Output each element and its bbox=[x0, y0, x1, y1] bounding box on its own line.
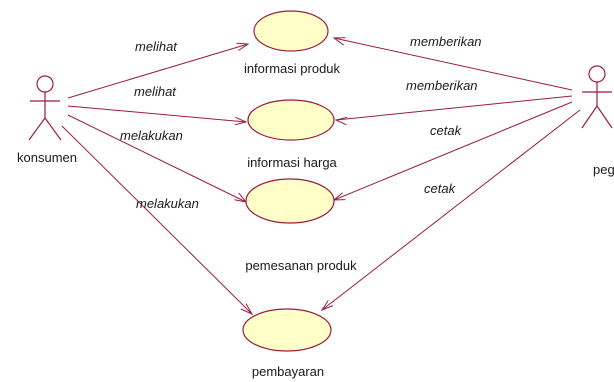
label-pegawai-info-produk: memberikan bbox=[410, 34, 482, 49]
actor-label: pegawai bbox=[593, 162, 614, 177]
use-case-info-harga: informasi harga bbox=[247, 99, 338, 170]
use-case-label: informasi produk bbox=[244, 61, 341, 76]
actor-label: konsumen bbox=[17, 150, 77, 165]
assoc-pegawai-pembayaran bbox=[321, 109, 581, 311]
label-pegawai-info-harga: memberikan bbox=[406, 78, 478, 93]
use-case-label: informasi harga bbox=[247, 155, 337, 170]
association-labels: melihat melihat melakukan melakukan memb… bbox=[120, 34, 482, 211]
use-case-ellipse bbox=[247, 99, 335, 141]
arrowheads bbox=[234, 37, 348, 316]
label-pegawai-pembayaran: cetak bbox=[424, 181, 457, 196]
use-case-ellipse bbox=[253, 10, 329, 52]
association-lines bbox=[61, 37, 581, 315]
arrowhead-pegawai-info-produk bbox=[332, 37, 346, 46]
stick-figure-icon bbox=[581, 65, 613, 129]
arrowhead-konsumen-info-produk bbox=[236, 42, 250, 51]
use-case-label: pembayaran bbox=[252, 364, 324, 379]
use-case-label: pemesanan produk bbox=[245, 258, 357, 273]
label-konsumen-info-harga: melihat bbox=[134, 84, 177, 99]
use-case-ellipse bbox=[242, 308, 332, 352]
stick-figure-icon bbox=[28, 75, 62, 141]
assoc-pegawai-pemesanan bbox=[333, 101, 573, 201]
use-case-pemesanan: pemesanan produk bbox=[245, 178, 357, 273]
use-case-ellipse bbox=[245, 178, 335, 224]
use-case-pembayaran: pembayaran bbox=[242, 308, 332, 379]
label-konsumen-pembayaran: melakukan bbox=[136, 196, 199, 211]
label-konsumen-pemesanan: melakukan bbox=[120, 128, 183, 143]
arrowhead-konsumen-pembayaran bbox=[240, 303, 254, 316]
assoc-konsumen-pemesanan bbox=[67, 114, 247, 203]
actor-konsumen: konsumen bbox=[17, 75, 77, 165]
assoc-pegawai-info-produk bbox=[333, 37, 573, 91]
label-pegawai-pemesanan: cetak bbox=[430, 123, 463, 138]
assoc-konsumen-info-produk bbox=[67, 43, 249, 99]
actor-pegawai: pegawai bbox=[581, 65, 614, 177]
label-konsumen-info-produk: melihat bbox=[135, 39, 178, 54]
arrowhead-pegawai-pembayaran bbox=[320, 300, 334, 312]
assoc-konsumen-pembayaran bbox=[61, 125, 253, 315]
assoc-pegawai-info-harga bbox=[335, 95, 573, 121]
arrowhead-konsumen-info-harga bbox=[234, 116, 248, 126]
assoc-konsumen-info-harga bbox=[67, 105, 247, 123]
arrowhead-pegawai-info-harga bbox=[334, 116, 348, 126]
use-case-info-produk: informasi produk bbox=[244, 10, 341, 76]
